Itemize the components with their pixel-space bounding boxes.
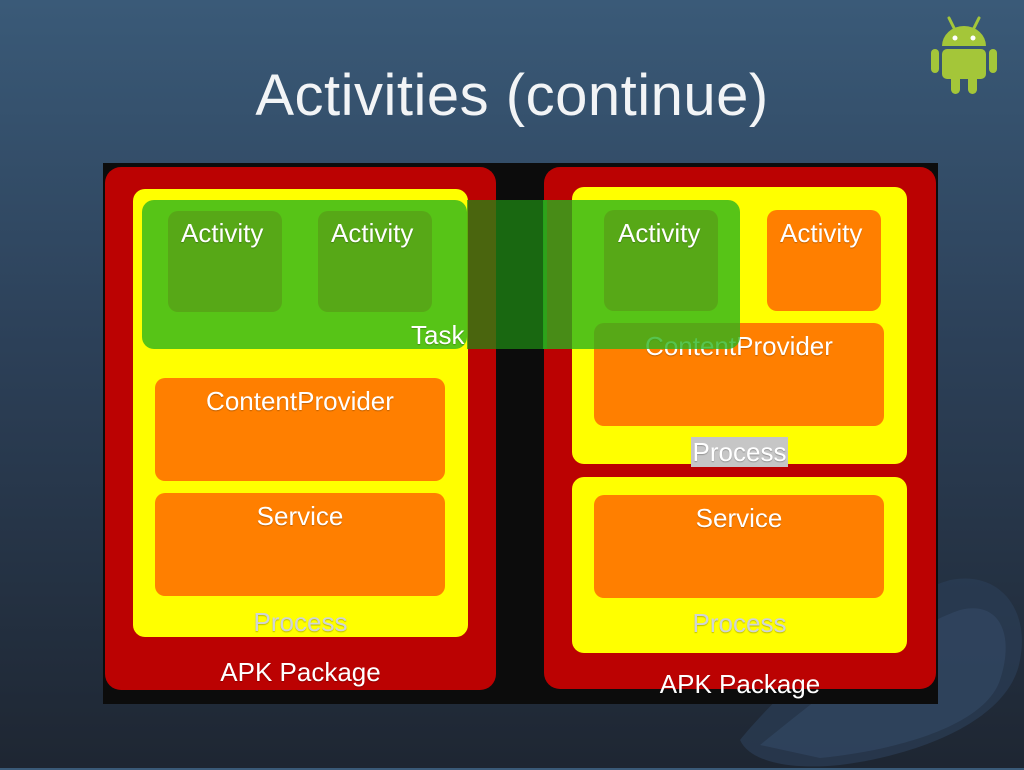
- task-label: Task: [411, 320, 465, 350]
- right-process-2-label: Process: [692, 608, 787, 638]
- left-content-provider: ContentProvider: [155, 378, 445, 481]
- right-process-1-label-text: Process: [690, 437, 789, 467]
- apk-process-task-diagram: ContentProvider Service Process APK Pack…: [103, 163, 938, 704]
- task-region-bridge: [467, 200, 547, 349]
- right-activity-1-label: Activity: [618, 218, 701, 248]
- right-apk-package-label: APK Package: [659, 669, 821, 699]
- task-region-right: [543, 200, 740, 349]
- android-robot-icon: [931, 16, 997, 94]
- right-activity-2: [767, 210, 881, 311]
- right-activity-2-label: Activity: [780, 218, 863, 248]
- left-activity-1-label: Activity: [181, 218, 264, 248]
- right-process-1-label: Process: [572, 437, 907, 468]
- slide-title: Activities (continue): [255, 63, 769, 128]
- left-service-label: Service: [256, 501, 344, 531]
- left-process-label: Process: [253, 607, 348, 637]
- right-service-label: Service: [695, 503, 783, 533]
- task-region-left: [142, 200, 467, 349]
- left-content-provider-label: ContentProvider: [206, 386, 394, 416]
- right-service: Service: [594, 495, 884, 598]
- left-apk-package-label: APK Package: [220, 657, 381, 687]
- right-process-2: Service Process: [572, 477, 907, 653]
- left-activity-2-label: Activity: [331, 218, 414, 248]
- left-service: Service: [155, 493, 445, 596]
